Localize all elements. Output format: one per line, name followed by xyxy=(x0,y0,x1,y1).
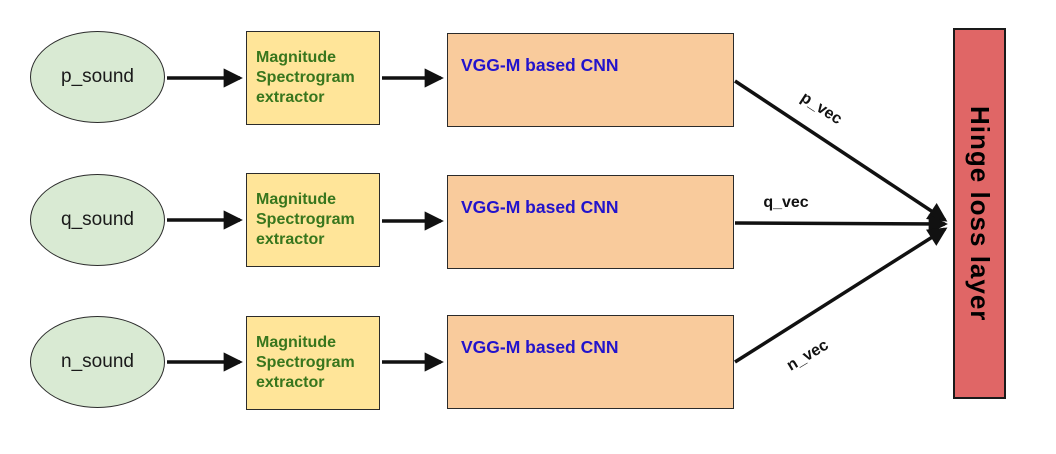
node-n-sound-label: n_sound xyxy=(61,351,134,372)
node-q-extractor: Magnitude Spectrogram extractor xyxy=(246,173,380,267)
extractor-line: Magnitude xyxy=(256,191,336,208)
arrow-q-vec-to-loss xyxy=(734,214,948,234)
extractor-line: extractor xyxy=(256,231,325,248)
node-n-sound: n_sound xyxy=(30,316,165,408)
node-p-sound-label: p_sound xyxy=(61,66,134,87)
node-q-sound-label: q_sound xyxy=(61,209,134,230)
node-hinge-loss-layer-label: Hinge loss layer xyxy=(965,105,995,322)
extractor-line: extractor xyxy=(256,89,325,106)
node-n-cnn-label: VGG-M based CNN xyxy=(461,337,619,357)
node-q-cnn: VGG-M based CNN xyxy=(447,175,734,269)
extractor-line: Spectrogram xyxy=(256,211,355,228)
node-q-cnn-label: VGG-M based CNN xyxy=(461,197,619,217)
node-p-extractor: Magnitude Spectrogram extractor xyxy=(246,31,380,125)
extractor-line: extractor xyxy=(256,374,325,391)
extractor-line: Magnitude xyxy=(256,49,336,66)
node-p-cnn: VGG-M based CNN xyxy=(447,33,734,127)
extractor-line: Spectrogram xyxy=(256,354,355,371)
arrow-n-vec-to-loss xyxy=(734,227,948,364)
arrow-p-vec-to-loss xyxy=(734,79,948,222)
node-n-extractor: Magnitude Spectrogram extractor xyxy=(246,316,380,410)
extractor-line: Magnitude xyxy=(256,334,336,351)
node-n-cnn: VGG-M based CNN xyxy=(447,315,734,409)
extractor-line: Spectrogram xyxy=(256,69,355,86)
node-q-sound: q_sound xyxy=(30,174,165,266)
node-p-cnn-label: VGG-M based CNN xyxy=(461,55,619,75)
node-p-sound: p_sound xyxy=(30,31,165,123)
node-hinge-loss-layer: Hinge loss layer xyxy=(953,28,1006,399)
edge-label-q-vec: q_vec xyxy=(763,194,809,211)
